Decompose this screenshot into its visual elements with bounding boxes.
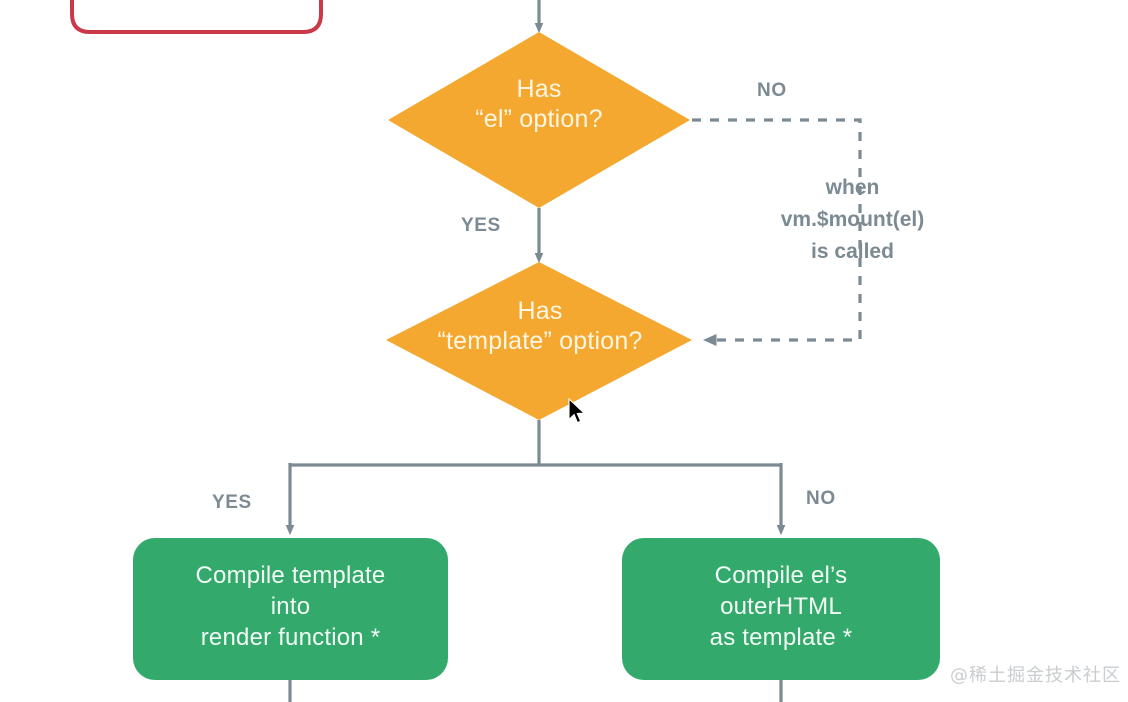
decision-template-label: Has “template” option? [437, 297, 643, 355]
edge-label-el-no: NO [757, 80, 787, 101]
connector-template-split [285, 420, 786, 536]
watermark: @稀土掘金技术社区 [950, 665, 1121, 686]
mouse-cursor [568, 397, 588, 431]
edge-label-template-no: NO [806, 488, 836, 509]
connector-el-no-dashed [692, 118, 862, 346]
edge-label-template-yes: YES [212, 492, 252, 513]
decision-el-shape [388, 32, 690, 208]
partial-red-box [70, 0, 323, 34]
decision-el-label: Has “el” option? [475, 75, 603, 133]
process-compile-template-shape [133, 538, 448, 680]
process-compile-outerhtml-label: Compile el’s outerHTML as template * [709, 562, 853, 651]
process-compile-template-label: Compile template into render function * [195, 562, 386, 651]
edge-label-el-yes: YES [461, 215, 501, 236]
connector-out-of-boxes [288, 680, 783, 702]
decision-template-shape [386, 262, 692, 420]
process-compile-outerhtml-shape [622, 538, 940, 680]
mount-note: when vm.$mount(el) is called [780, 176, 925, 263]
